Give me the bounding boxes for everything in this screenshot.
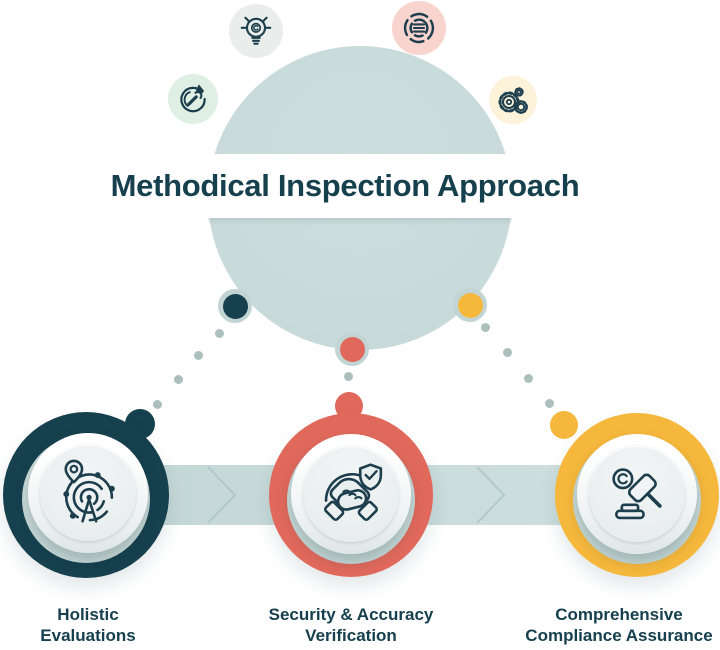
step3-label: Comprehensive Compliance Assurance xyxy=(525,605,713,645)
rim-dot-yellow-core xyxy=(457,292,483,318)
gavel-copyright-icon xyxy=(612,468,662,520)
step3-icon-disc xyxy=(589,446,685,542)
rim-dot-teal-core xyxy=(222,293,248,319)
trail-dot xyxy=(481,323,490,332)
title-band xyxy=(0,154,720,218)
title-band-shadow xyxy=(208,218,512,225)
radar-scan-icon xyxy=(63,459,115,523)
step1-icon-disc xyxy=(40,445,136,541)
donut-chart-chip xyxy=(392,1,446,55)
step3-inner-circle xyxy=(577,434,697,554)
trail-dot xyxy=(503,348,512,357)
page-title: Methodical Inspection Approach xyxy=(110,168,580,203)
trail-dot xyxy=(524,374,533,383)
trail-dot xyxy=(153,400,162,409)
rim-dot-coral xyxy=(335,332,369,366)
step2-label: Security & Accuracy Verification xyxy=(268,605,434,645)
rim-dot-yellow xyxy=(453,288,487,322)
step2-icon-disc xyxy=(303,446,399,542)
lightbulb-copyright-icon xyxy=(240,16,272,45)
cycle-wrench-chip xyxy=(168,74,218,124)
trail-dot xyxy=(545,399,554,408)
trail-dot xyxy=(194,351,203,360)
rim-dot-coral-core xyxy=(339,336,365,362)
segmented-donut-list-icon xyxy=(403,12,435,44)
rim-dot-teal xyxy=(218,289,252,323)
trail-dot xyxy=(344,372,353,381)
lightbulb-chip xyxy=(229,4,283,58)
cycle-wrench-icon xyxy=(180,84,206,113)
trail-dot xyxy=(174,375,183,384)
handshake-shield-check-icon xyxy=(324,463,383,521)
gears-icon xyxy=(498,87,528,114)
step1-inner-circle xyxy=(28,433,148,553)
trail-dot xyxy=(215,329,224,338)
step3-bump xyxy=(550,411,578,439)
gears-chip xyxy=(489,76,537,124)
step1-label: Holistic Evaluations xyxy=(40,605,136,645)
step2-inner-circle xyxy=(291,434,411,554)
